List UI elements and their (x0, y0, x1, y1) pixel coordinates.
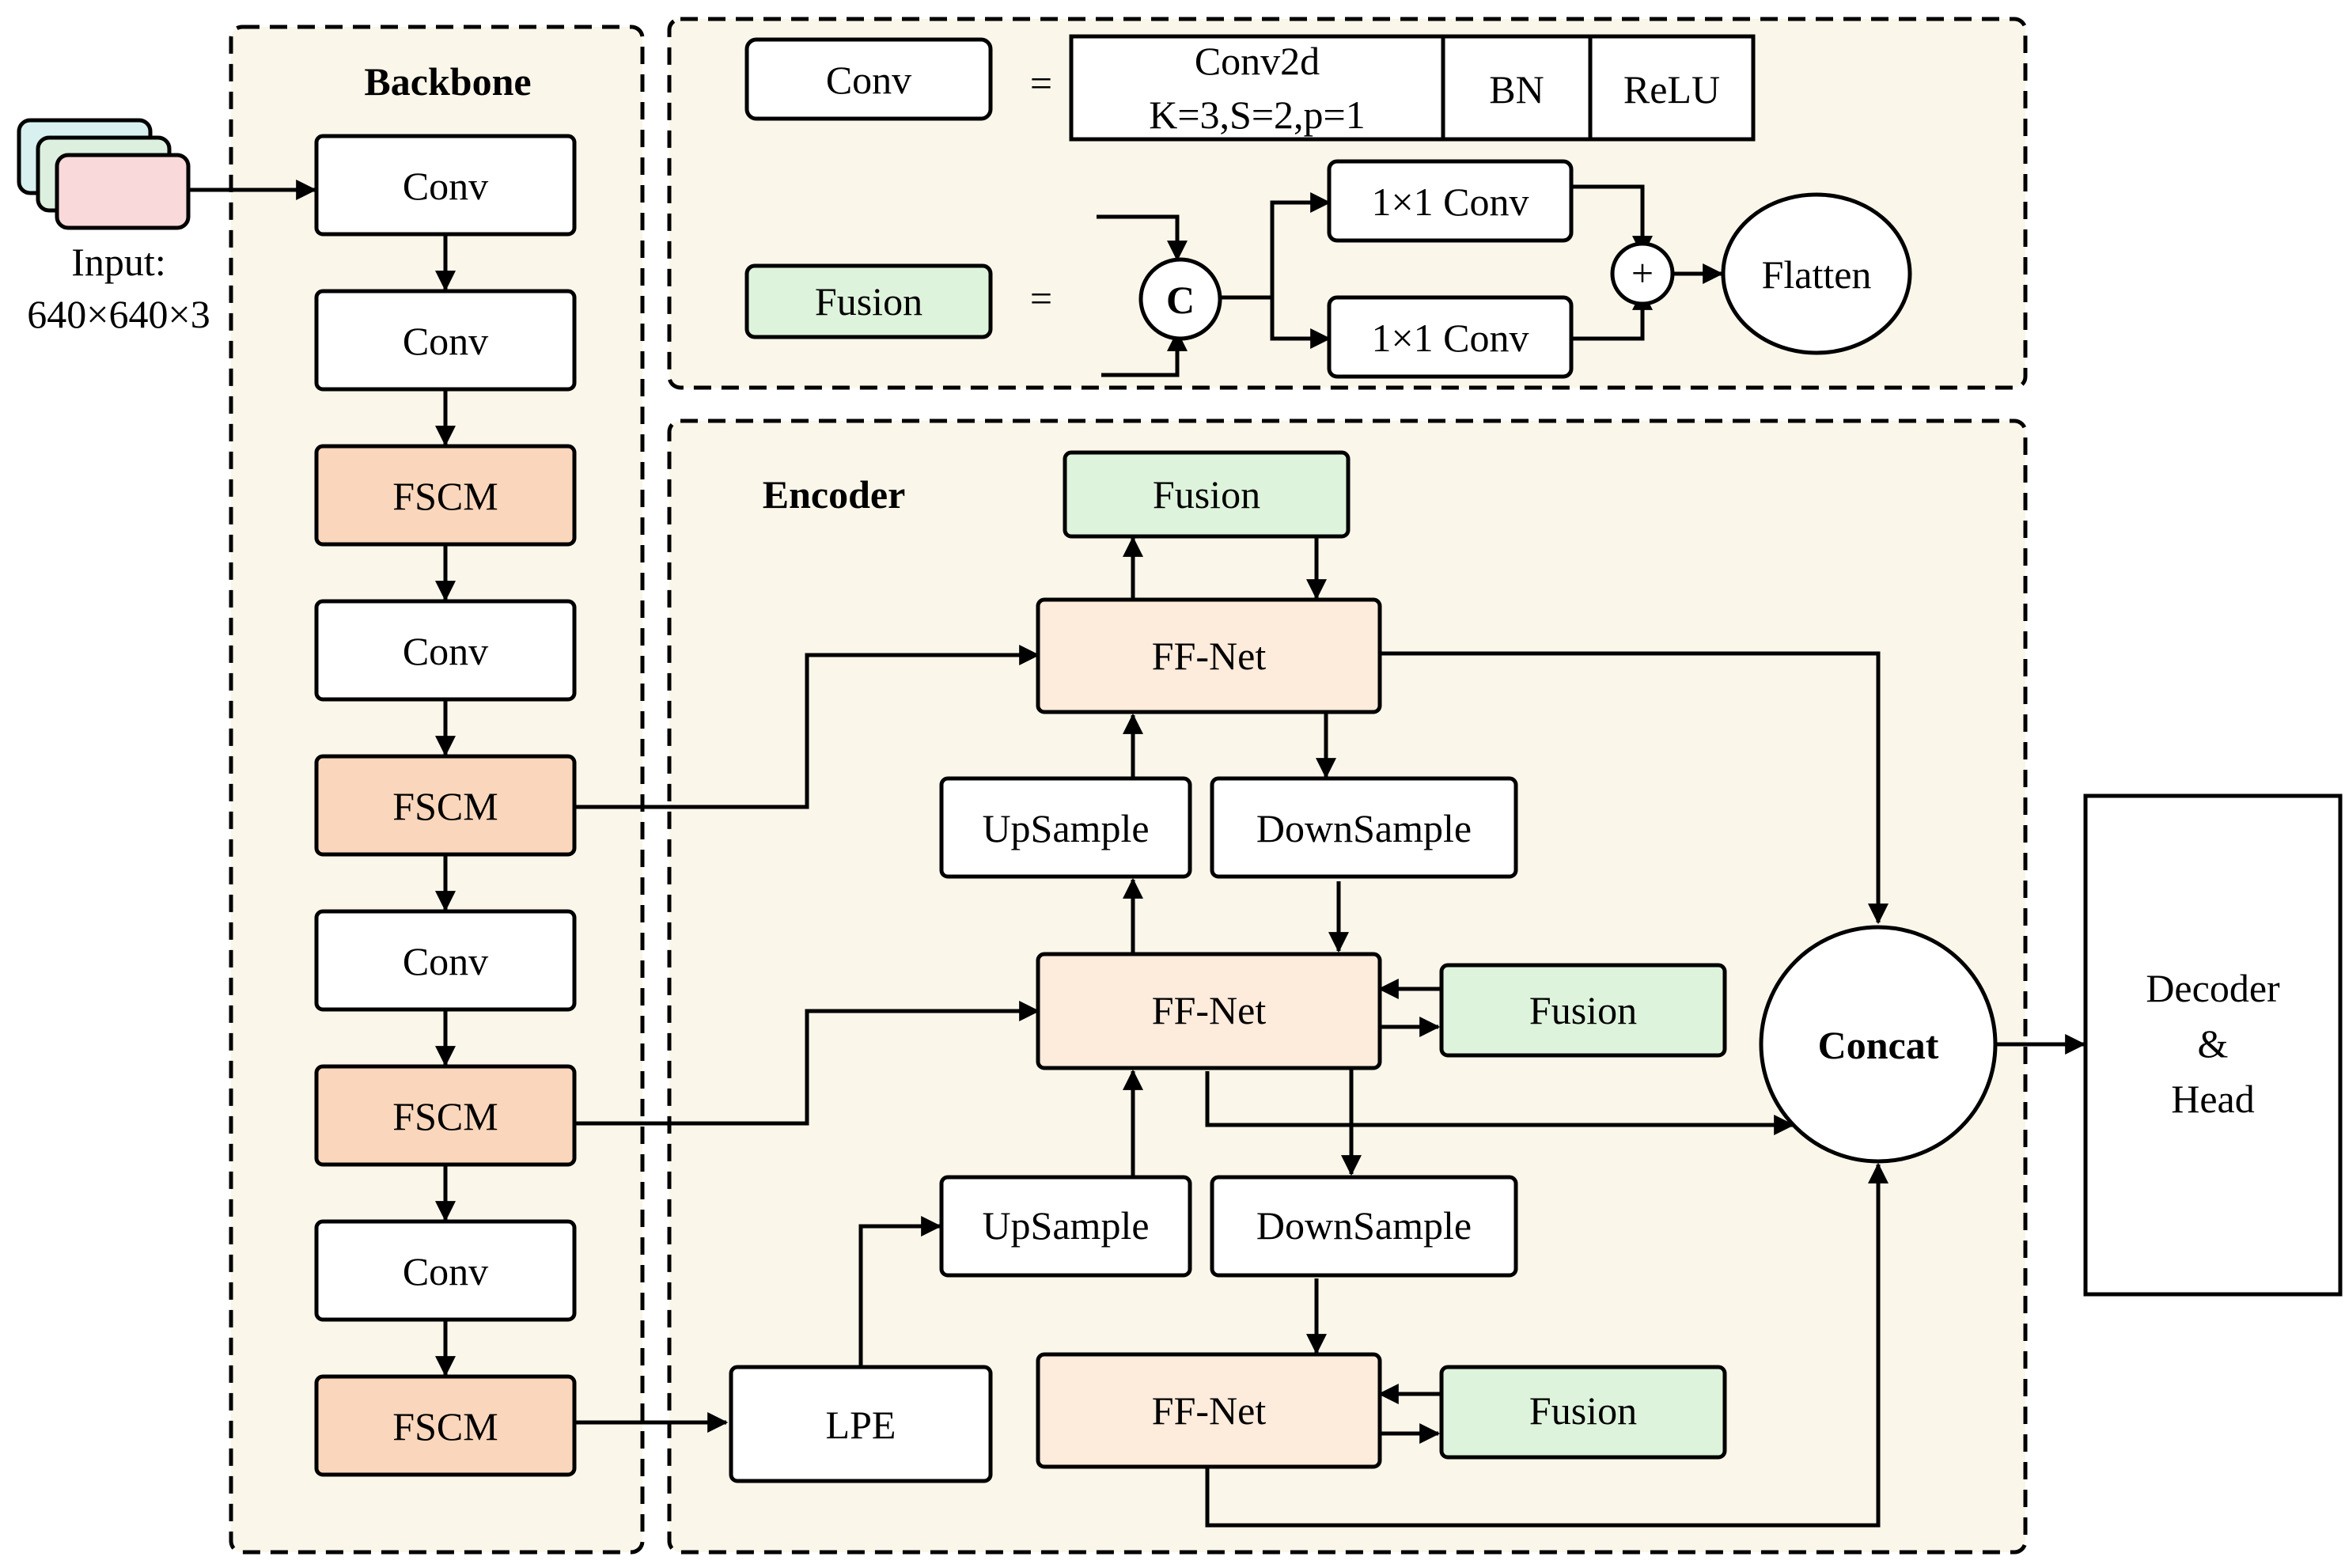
ffnet-2-block: FF-Net (1036, 952, 1382, 1070)
svg-text:FF-Net: FF-Net (1152, 634, 1267, 678)
legend-conv-block: Conv (744, 37, 993, 121)
legend-fusion-equals: = (1030, 276, 1052, 320)
svg-text:Conv: Conv (403, 164, 488, 208)
fusion-top-block: Fusion (1063, 450, 1351, 539)
svg-text:DownSample: DownSample (1256, 806, 1472, 850)
ffnet-1-block: FF-Net (1036, 597, 1382, 714)
legend-conv-equals: = (1030, 61, 1052, 105)
input-size-label: 640×640×3 (27, 292, 210, 336)
backbone-block-fscm: FSCM (314, 1064, 577, 1167)
svg-text:FSCM: FSCM (392, 784, 498, 828)
svg-text:UpSample: UpSample (982, 1203, 1149, 1248)
backbone-block-conv: Conv (314, 909, 577, 1012)
svg-text:&: & (2198, 1021, 2229, 1066)
legend-conv2d-cell: Conv2d K=3,S=2,p=1 (1069, 34, 1445, 142)
svg-text:Conv: Conv (403, 319, 488, 363)
concat-circle: Concat (1759, 925, 1998, 1164)
downsample-1-block: DownSample (1210, 776, 1518, 879)
svg-text:BN: BN (1489, 67, 1544, 112)
svg-text:Conv: Conv (403, 1249, 488, 1293)
backbone-block-fscm: FSCM (314, 444, 577, 547)
svg-text:Head: Head (2171, 1077, 2255, 1121)
svg-text:1×1 Conv: 1×1 Conv (1371, 180, 1529, 224)
upsample-1-block: UpSample (939, 776, 1192, 879)
legend-bn-cell: BN (1441, 34, 1593, 142)
downsample-2-block: DownSample (1210, 1175, 1518, 1278)
svg-text:FF-Net: FF-Net (1152, 1388, 1267, 1433)
svg-text:DownSample: DownSample (1256, 1203, 1472, 1248)
svg-text:UpSample: UpSample (982, 806, 1149, 850)
svg-text:Fusion: Fusion (1529, 988, 1637, 1032)
svg-text:C: C (1166, 278, 1195, 322)
decoder-head-block: Decoder & Head (2083, 793, 2343, 1297)
svg-text:K=3,S=2,p=1: K=3,S=2,p=1 (1149, 93, 1366, 137)
svg-text:1×1 Conv: 1×1 Conv (1371, 316, 1529, 360)
svg-text:LPE: LPE (826, 1403, 896, 1447)
backbone-block-conv: Conv (314, 289, 577, 392)
upsample-2-block: UpSample (939, 1175, 1192, 1278)
svg-text:Conv: Conv (826, 58, 911, 102)
encoder-connectors (574, 535, 2086, 1528)
svg-text:Decoder: Decoder (2146, 966, 2280, 1010)
svg-text:Fusion: Fusion (1153, 472, 1260, 517)
legend-concat-circle: C (1138, 257, 1222, 341)
svg-text:FSCM: FSCM (392, 474, 498, 518)
backbone-block-fscm: FSCM (314, 1374, 577, 1477)
legend-flatten-ellipse: Flatten (1721, 192, 1912, 355)
svg-text:Conv2d: Conv2d (1195, 39, 1320, 83)
input-image-stack-icon (17, 118, 191, 230)
svg-text:Flatten: Flatten (1762, 252, 1872, 297)
svg-text:FSCM: FSCM (392, 1094, 498, 1138)
backbone-title: Backbone (364, 59, 531, 104)
legend-relu-cell: ReLU (1588, 34, 1756, 142)
svg-text:Conv: Conv (403, 629, 488, 673)
backbone-block-conv: Conv (314, 134, 577, 237)
fusion-mid-block: Fusion (1439, 963, 1727, 1058)
backbone-block-conv: Conv (314, 599, 577, 702)
legend-fusion-block: Fusion (744, 263, 993, 339)
svg-text:Concat: Concat (1818, 1023, 1939, 1067)
legend-conv1x1-bottom: 1×1 Conv (1327, 295, 1574, 379)
input-label: Input: (71, 240, 165, 284)
backbone-block-fscm: FSCM (314, 754, 577, 857)
lpe-block: LPE (729, 1365, 993, 1483)
svg-text:ReLU: ReLU (1623, 67, 1720, 112)
legend-conv1x1-top: 1×1 Conv (1327, 159, 1574, 243)
fusion-bottom-block: Fusion (1439, 1365, 1727, 1460)
svg-text:+: + (1631, 251, 1654, 295)
encoder-title: Encoder (763, 472, 906, 517)
legend-fusion-connectors (1097, 184, 1724, 377)
legend-add-circle: + (1610, 241, 1675, 306)
svg-text:FSCM: FSCM (392, 1404, 498, 1449)
svg-text:Fusion: Fusion (815, 279, 922, 324)
svg-text:Fusion: Fusion (1529, 1388, 1637, 1433)
svg-text:FF-Net: FF-Net (1152, 988, 1267, 1032)
backbone-block-conv: Conv (314, 1219, 577, 1322)
svg-text:Conv: Conv (403, 939, 488, 983)
ffnet-3-block: FF-Net (1036, 1352, 1382, 1469)
